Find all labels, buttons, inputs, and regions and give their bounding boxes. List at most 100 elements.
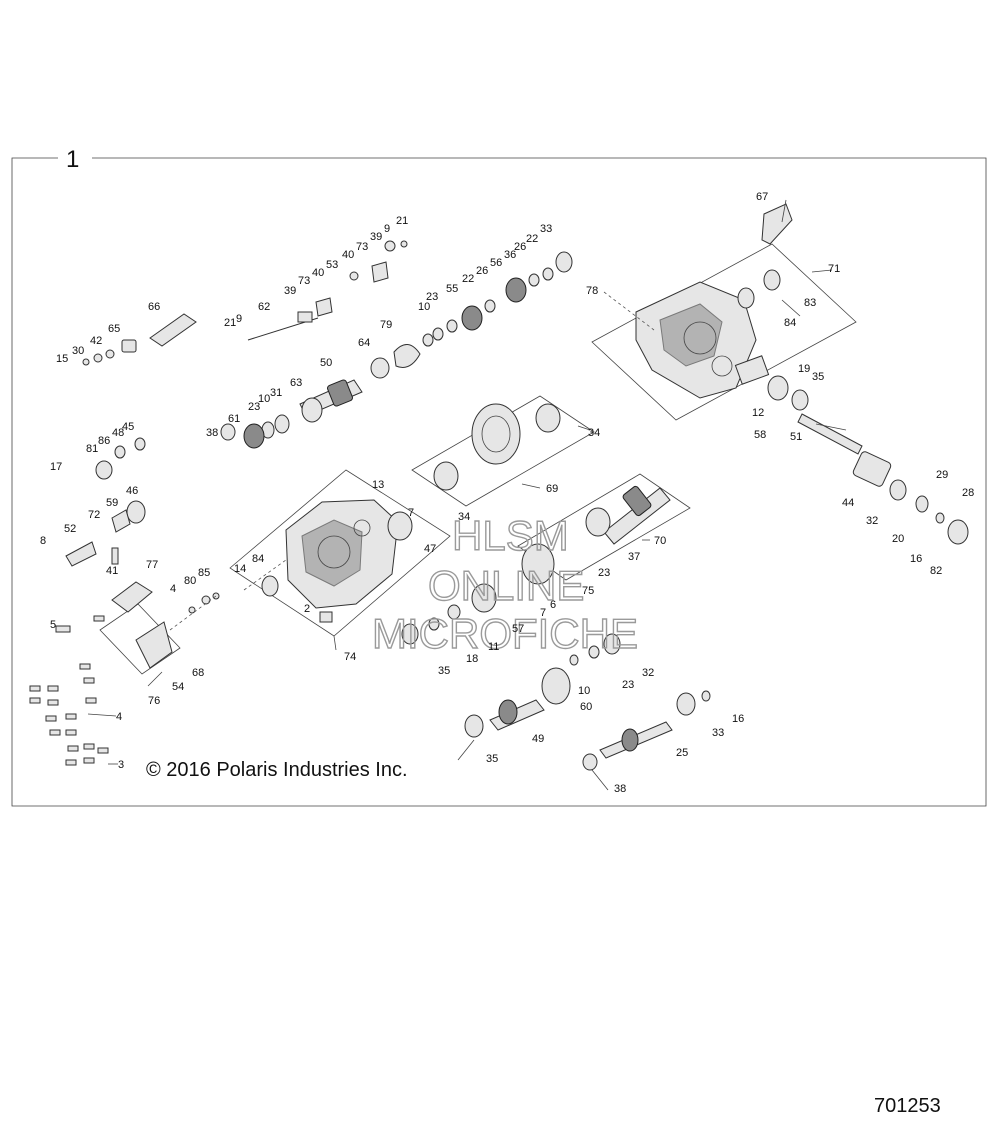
diagram-frame: 1 bbox=[11, 146, 987, 807]
callout-31: 31 bbox=[270, 387, 282, 399]
callout-77: 77 bbox=[146, 559, 158, 571]
callout-69: 69 bbox=[546, 483, 558, 495]
callout-4: 4 bbox=[116, 711, 122, 723]
callout-21: 21 bbox=[396, 215, 408, 227]
callout-56: 56 bbox=[490, 257, 502, 269]
callout-76: 76 bbox=[148, 695, 160, 707]
callout-18: 18 bbox=[466, 653, 478, 665]
watermark: HLSM ONLINE MICROFICHE bbox=[371, 511, 638, 657]
callout-3: 3 bbox=[118, 759, 124, 771]
callout-19: 19 bbox=[798, 363, 810, 375]
callout-35: 35 bbox=[486, 753, 498, 765]
callout-20: 20 bbox=[892, 533, 904, 545]
callout-57: 57 bbox=[512, 623, 524, 635]
callout-35: 35 bbox=[438, 665, 450, 677]
callout-50: 50 bbox=[320, 357, 332, 369]
watermark-line-3: MICROFICHE bbox=[372, 610, 638, 657]
lower-gear-cluster bbox=[401, 583, 711, 771]
callout-32: 32 bbox=[642, 667, 654, 679]
gearcase-housing-right bbox=[635, 281, 770, 399]
callout-62: 62 bbox=[258, 301, 270, 313]
callout-34: 34 bbox=[588, 427, 600, 439]
callout-34: 34 bbox=[458, 511, 470, 523]
callout-73: 73 bbox=[298, 275, 310, 287]
callout-68: 68 bbox=[192, 667, 204, 679]
callout-73: 73 bbox=[356, 241, 368, 253]
callout-6: 6 bbox=[550, 599, 556, 611]
callout-26: 26 bbox=[514, 241, 526, 253]
callout-52: 52 bbox=[64, 523, 76, 535]
watermark-line-1: HLSM bbox=[452, 512, 569, 559]
shift-linkage-parts bbox=[65, 437, 555, 669]
callout-53: 53 bbox=[326, 259, 338, 271]
rear-output-shaft bbox=[737, 203, 969, 545]
callout-38: 38 bbox=[614, 783, 626, 795]
callout-67: 67 bbox=[756, 191, 768, 203]
leader-lines bbox=[87, 199, 847, 791]
callout-10: 10 bbox=[418, 301, 430, 313]
callout-78: 78 bbox=[586, 285, 598, 297]
callout-45: 45 bbox=[122, 421, 134, 433]
callout-75: 75 bbox=[582, 585, 594, 597]
callout-23: 23 bbox=[598, 567, 610, 579]
callout-11: 11 bbox=[488, 641, 499, 653]
callout-81: 81 bbox=[86, 443, 98, 455]
callout-58: 58 bbox=[754, 429, 766, 441]
callout-60: 60 bbox=[580, 701, 592, 713]
callout-28: 28 bbox=[962, 487, 974, 499]
callout-64: 64 bbox=[358, 337, 370, 349]
callout-10: 10 bbox=[578, 685, 590, 697]
callout-40: 40 bbox=[342, 249, 354, 261]
callout-17: 17 bbox=[50, 461, 62, 473]
callout-9: 9 bbox=[236, 313, 242, 325]
callout-85: 85 bbox=[198, 567, 210, 579]
callout-23: 23 bbox=[248, 401, 260, 413]
callout-44: 44 bbox=[842, 497, 854, 509]
callout-66: 66 bbox=[148, 301, 160, 313]
callout-4: 4 bbox=[170, 583, 176, 595]
callout-33: 33 bbox=[712, 727, 724, 739]
callout-22: 22 bbox=[462, 273, 474, 285]
callout-30: 30 bbox=[72, 345, 84, 357]
watermark-line-2: ONLINE bbox=[428, 562, 584, 609]
ring-gear-assembly bbox=[433, 403, 561, 491]
callout-82: 82 bbox=[930, 565, 942, 577]
callout-8: 8 bbox=[40, 535, 46, 547]
callout-55: 55 bbox=[446, 283, 458, 295]
callout-32: 32 bbox=[866, 515, 878, 527]
frame-number: 1 bbox=[66, 146, 79, 173]
callout-70: 70 bbox=[654, 535, 666, 547]
shift-rod bbox=[82, 313, 197, 366]
gearcase-housing-left bbox=[285, 499, 399, 623]
callout-12: 12 bbox=[752, 407, 764, 419]
callout-54: 54 bbox=[172, 681, 184, 693]
callout-13: 13 bbox=[372, 479, 384, 491]
callout-42: 42 bbox=[90, 335, 102, 347]
callout-49: 49 bbox=[532, 733, 544, 745]
callout-22: 22 bbox=[526, 233, 538, 245]
callout-79: 79 bbox=[380, 319, 392, 331]
callout-39: 39 bbox=[370, 231, 382, 243]
callout-7: 7 bbox=[408, 507, 414, 519]
callout-7: 7 bbox=[540, 607, 546, 619]
callout-48: 48 bbox=[112, 427, 124, 439]
callout-14: 14 bbox=[234, 563, 246, 575]
callout-23: 23 bbox=[622, 679, 634, 691]
callout-9: 9 bbox=[384, 223, 390, 235]
callout-84: 84 bbox=[784, 317, 796, 329]
callout-10: 10 bbox=[258, 393, 270, 405]
callout-51: 51 bbox=[790, 431, 802, 443]
callout-16: 16 bbox=[910, 553, 922, 565]
callout-84: 84 bbox=[252, 553, 264, 565]
callout-labels: 2344567789910101011121314151616171819202… bbox=[40, 191, 974, 795]
bolt-set bbox=[29, 615, 109, 766]
callout-2: 2 bbox=[304, 603, 310, 615]
callout-21: 21 bbox=[224, 317, 236, 329]
callout-40: 40 bbox=[312, 267, 324, 279]
callout-72: 72 bbox=[88, 509, 100, 521]
callout-29: 29 bbox=[936, 469, 948, 481]
diagram-id: 701253 bbox=[874, 1095, 941, 1117]
callout-71: 71 bbox=[828, 263, 840, 275]
callout-59: 59 bbox=[106, 497, 118, 509]
